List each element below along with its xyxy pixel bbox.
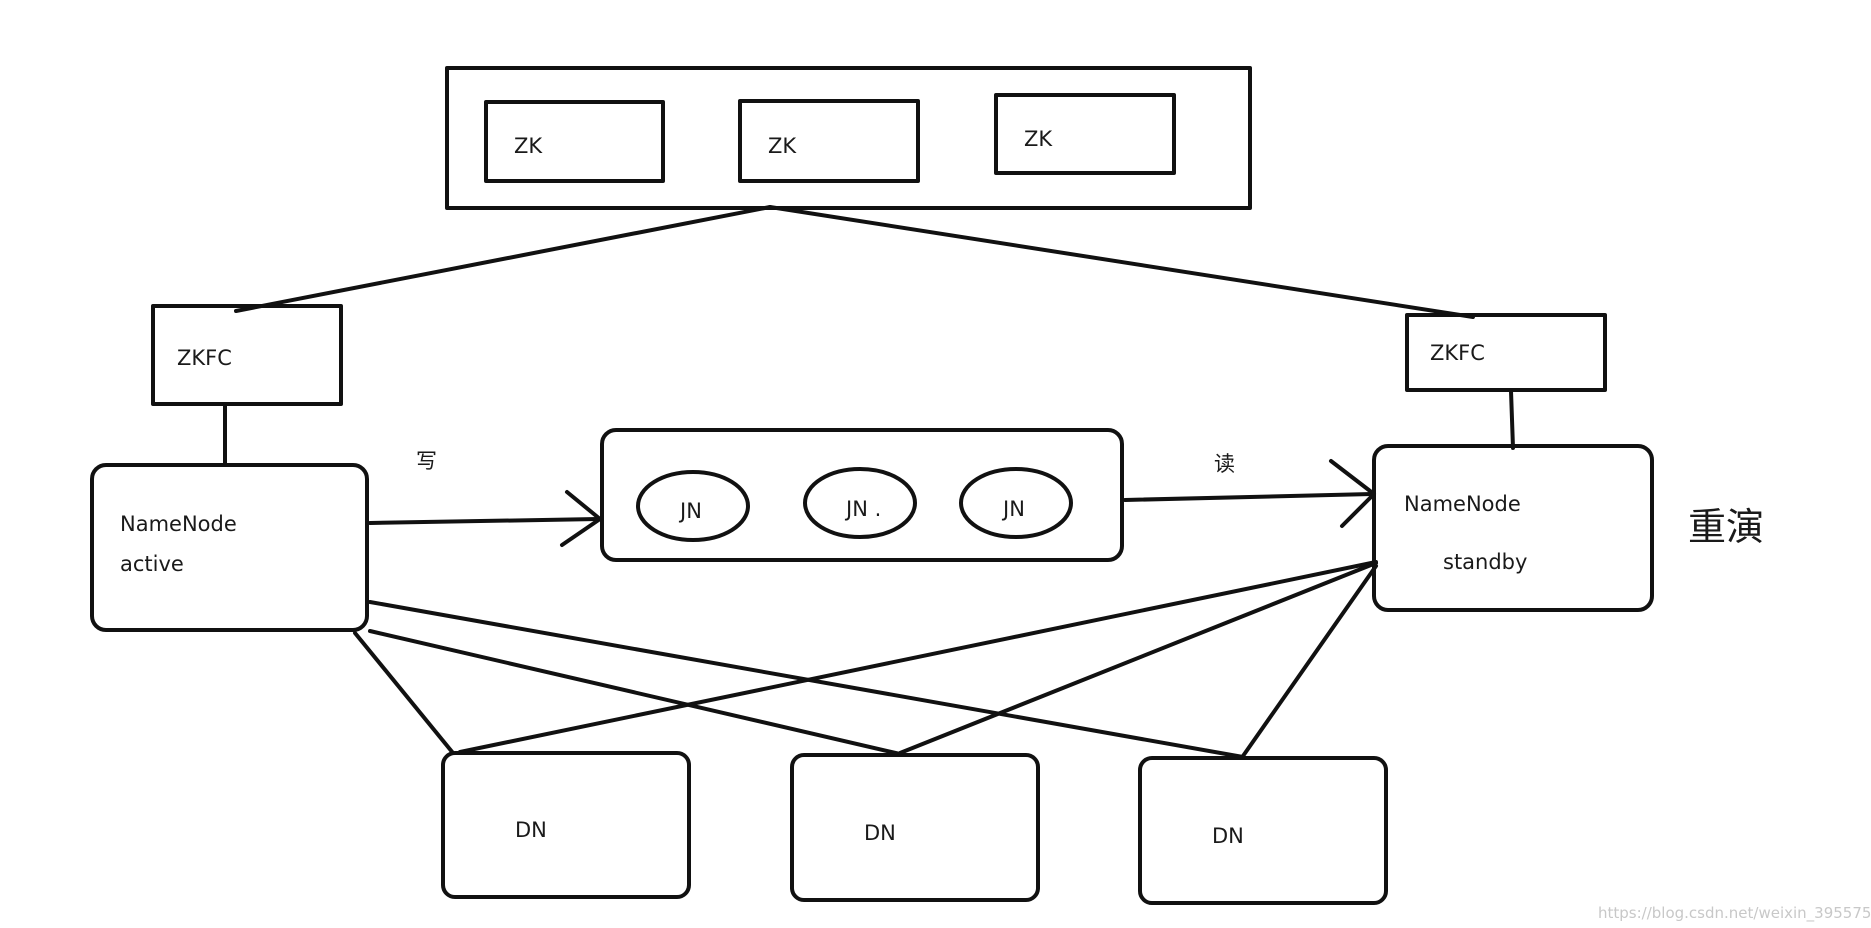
datanode-label: DN [864, 821, 896, 845]
namenode-datanode-line [353, 631, 455, 755]
datanode-box [441, 751, 691, 899]
datanode-box [790, 753, 1040, 902]
namenode-datanode-line [368, 629, 902, 756]
datanode-label: DN [1212, 824, 1244, 848]
namenode-active-state: active [120, 552, 184, 576]
zk-label: ZK [514, 134, 543, 158]
journal-node-label: JN [680, 499, 702, 523]
zk-to-zkfc-right-line [768, 205, 1475, 319]
namenode-datanode-line [898, 561, 1378, 755]
zkfc-right-box [1405, 313, 1607, 392]
write-arrow-line [368, 517, 600, 525]
zk-node-box [484, 100, 665, 183]
journal-node-label: JN [1003, 497, 1025, 521]
datanode-label: DN [515, 818, 547, 842]
journal-node-label: JN . [846, 497, 882, 521]
write-label: 写 [416, 449, 437, 473]
namenode-active-name: NameNode [120, 512, 237, 536]
namenode-datanode-line [1241, 564, 1378, 758]
zk-cluster-box [445, 66, 1252, 210]
journal-node-ellipse [959, 467, 1073, 539]
read-label: 读 [1214, 452, 1235, 476]
write-arrowhead [560, 490, 602, 547]
watermark-text: https://blog.csdn.net/weixin_39557512 [1598, 904, 1871, 922]
zkfc-to-namenode-line [1509, 389, 1515, 450]
zkfc-right-label: ZKFC [1430, 341, 1485, 365]
namenode-datanode-line [458, 560, 1378, 754]
read-arrowhead [1329, 459, 1376, 528]
zkfc-left-label: ZKFC [177, 346, 232, 370]
namenode-standby-name: NameNode [1404, 492, 1521, 516]
journal-cluster-box [600, 428, 1124, 562]
namenode-active-box [90, 463, 369, 632]
zk-node-box [738, 99, 920, 183]
journal-node-ellipse [803, 467, 917, 539]
datanode-box [1138, 756, 1388, 905]
side-label: 重演 [1688, 505, 1765, 549]
zkfc-left-box [151, 304, 343, 406]
read-arrow-line [1123, 492, 1374, 502]
zk-label: ZK [1024, 127, 1053, 151]
namenode-standby-state: standby [1443, 550, 1528, 574]
zk-node-box [994, 93, 1176, 175]
namenode-standby-box [1372, 444, 1654, 612]
zk-to-zkfc-left-line [234, 205, 772, 313]
zk-label: ZK [768, 134, 797, 158]
journal-node-ellipse [636, 470, 750, 542]
